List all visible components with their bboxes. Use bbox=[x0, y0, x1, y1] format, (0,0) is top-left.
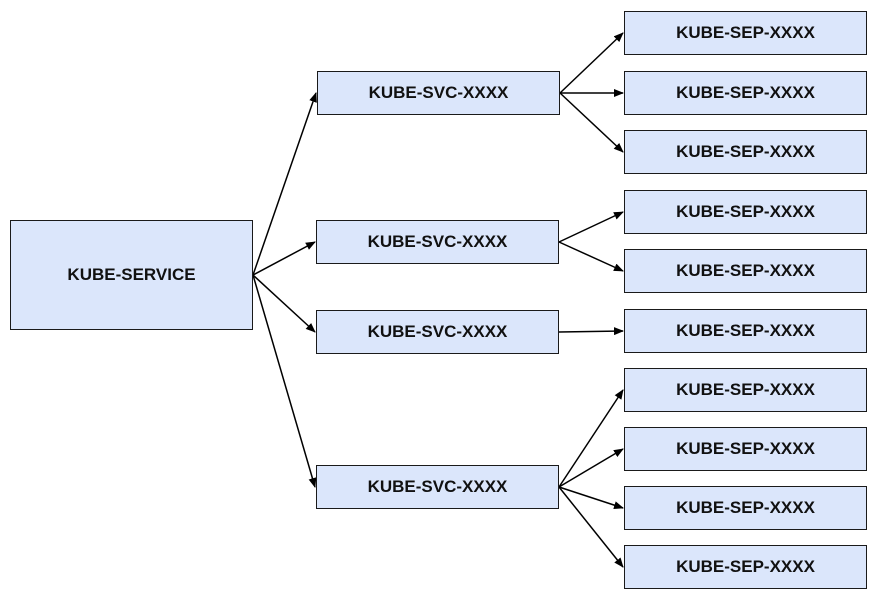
svc-to-sep-arrow bbox=[558, 486, 624, 509]
kube-service-node: KUBE-SERVICE bbox=[10, 220, 253, 330]
kube-sep-label: KUBE-SEP-XXXX bbox=[676, 321, 815, 340]
svc-to-sep-arrow bbox=[558, 448, 624, 488]
kube-sep-node: KUBE-SEP-XXXX bbox=[624, 368, 867, 412]
svc-to-sep-arrow bbox=[558, 241, 624, 272]
kube-svc-label: KUBE-SVC-XXXX bbox=[367, 477, 508, 496]
kube-sep-node: KUBE-SEP-XXXX bbox=[624, 545, 867, 589]
svc-to-sep-arrow bbox=[558, 389, 624, 488]
kube-sep-label: KUBE-SEP-XXXX bbox=[676, 498, 815, 517]
kube-svc-node: KUBE-SVC-XXXX bbox=[317, 71, 560, 115]
kube-svc-node: KUBE-SVC-XXXX bbox=[316, 220, 559, 264]
kube-sep-label: KUBE-SEP-XXXX bbox=[676, 23, 815, 42]
kube-sep-node: KUBE-SEP-XXXX bbox=[624, 309, 867, 353]
kube-sep-node: KUBE-SEP-XXXX bbox=[624, 11, 867, 55]
kube-sep-node: KUBE-SEP-XXXX bbox=[624, 130, 867, 174]
kube-sep-label: KUBE-SEP-XXXX bbox=[676, 142, 815, 161]
kube-sep-label: KUBE-SEP-XXXX bbox=[676, 83, 815, 102]
kube-svc-label: KUBE-SVC-XXXX bbox=[367, 232, 508, 251]
service-to-svc-arrow bbox=[252, 274, 316, 333]
service-to-svc-arrow bbox=[252, 92, 317, 276]
kube-sep-node: KUBE-SEP-XXXX bbox=[624, 249, 867, 293]
svc-to-sep-arrow bbox=[559, 92, 624, 153]
kube-svc-node: KUBE-SVC-XXXX bbox=[316, 465, 559, 509]
svc-to-sep-arrow bbox=[558, 327, 624, 336]
kube-sep-label: KUBE-SEP-XXXX bbox=[676, 557, 815, 576]
svc-to-sep-arrow bbox=[558, 486, 624, 568]
kube-sep-label: KUBE-SEP-XXXX bbox=[676, 261, 815, 280]
kube-svc-label: KUBE-SVC-XXXX bbox=[367, 322, 508, 341]
kube-service-label: KUBE-SERVICE bbox=[67, 265, 196, 284]
service-to-svc-arrow bbox=[252, 241, 316, 276]
svc-to-sep-arrow bbox=[559, 32, 624, 94]
kube-sep-node: KUBE-SEP-XXXX bbox=[624, 190, 867, 234]
kube-svc-label: KUBE-SVC-XXXX bbox=[368, 83, 509, 102]
kube-sep-label: KUBE-SEP-XXXX bbox=[676, 380, 815, 399]
service-to-svc-arrow bbox=[252, 274, 317, 488]
kube-svc-node: KUBE-SVC-XXXX bbox=[316, 310, 559, 354]
svc-to-sep-arrow bbox=[558, 211, 624, 243]
kube-sep-label: KUBE-SEP-XXXX bbox=[676, 439, 815, 458]
kube-sep-node: KUBE-SEP-XXXX bbox=[624, 486, 867, 530]
kube-sep-node: KUBE-SEP-XXXX bbox=[624, 427, 867, 471]
kube-sep-label: KUBE-SEP-XXXX bbox=[676, 202, 815, 221]
kube-sep-node: KUBE-SEP-XXXX bbox=[624, 71, 867, 115]
